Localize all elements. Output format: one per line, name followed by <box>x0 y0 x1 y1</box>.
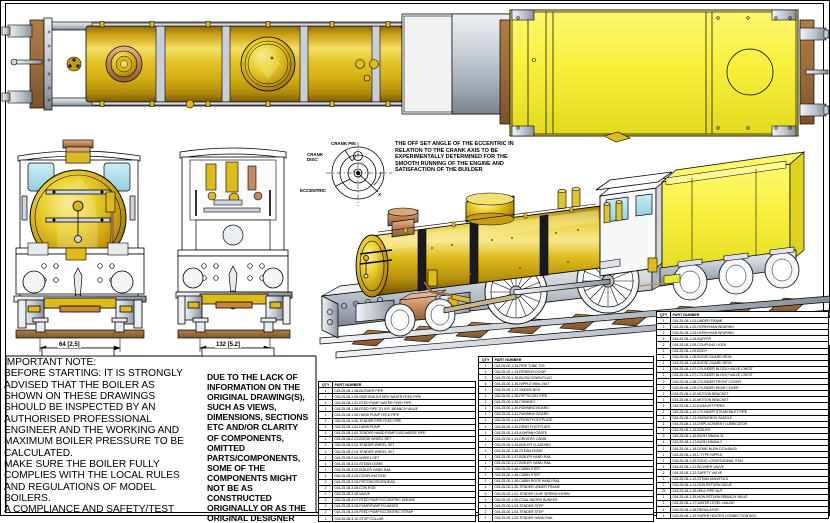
steam-dome-plan <box>240 36 296 92</box>
eccentric-label: ECCENTRIC <box>300 188 326 193</box>
important-note-text: IMPORTANT NOTE: BEFORE STARTING: IT IS S… <box>4 357 184 516</box>
eccentric-crank-diagram <box>326 142 392 206</box>
crank-pin-label: CRANK PIN <box>331 141 356 146</box>
steam-dome-iso <box>465 192 515 226</box>
eccentric-note-text: THE OFF SET ANGLE OF THE ECCENTRIC IN RE… <box>395 141 514 174</box>
crank-disc-label: CRANK DISC <box>307 152 324 163</box>
boiler-iso <box>355 187 601 304</box>
dimension-front-view: 64 [2.5] <box>58 342 81 348</box>
cab-iso <box>595 171 673 277</box>
plan-view-tender <box>499 9 830 143</box>
chimney-iso <box>387 207 419 238</box>
cell-qty: 1 <box>318 515 333 523</box>
cell-part-number: 018-25-08-3-10-STOP COLLAR <box>332 515 476 523</box>
plan-view-boiler <box>1 13 511 115</box>
tender-iso <box>659 151 806 301</box>
dimension-rear-value: 132 [5.2] <box>216 342 241 348</box>
front-elevation-view <box>13 139 147 352</box>
rear-elevation-view <box>175 147 293 352</box>
dimension-front-value: 64 [2.5] <box>59 342 80 348</box>
disclaimer-note-text: DUE TO THE LACK OF INFORMATION ON THE OR… <box>207 372 309 523</box>
smokebox-door-plan <box>105 45 143 83</box>
eccentric-angle-label: X <box>378 192 381 197</box>
dimension-rear-view: 132 [5.2] <box>215 342 242 348</box>
